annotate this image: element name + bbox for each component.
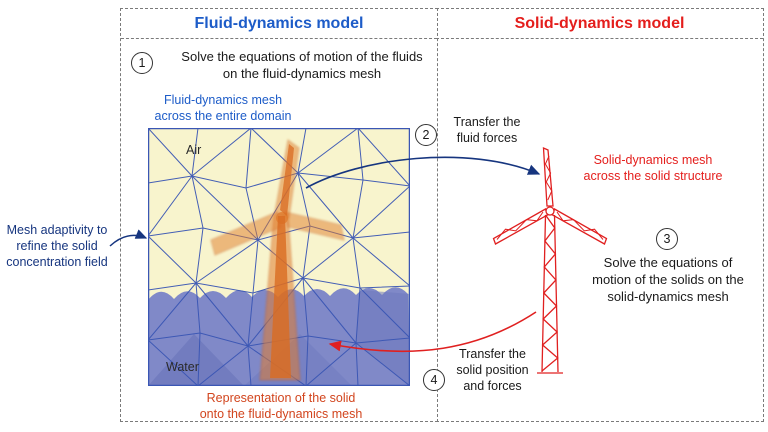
fluid-mesh-svg: [147, 127, 411, 387]
step-3-badge: 3: [656, 228, 678, 250]
step-4-line2: solid position: [456, 363, 529, 377]
step-4-line1: Transfer the: [459, 347, 526, 361]
mesh-border: [147, 127, 411, 387]
fluid-panel-title: Fluid-dynamics model: [121, 9, 437, 39]
representation-line1: Representation of the solid: [206, 391, 356, 405]
representation-caption: Representation of the solid onto the flu…: [151, 390, 411, 422]
step-3-text: Solve the equations of motion of the sol…: [570, 254, 766, 305]
fluid-mesh-label: Fluid-dynamics mesh across the entire do…: [133, 93, 313, 124]
step-2-line2: fluid forces: [456, 131, 518, 145]
representation-line2: onto the fluid-dynamics mesh: [199, 407, 363, 421]
air-label: Air: [186, 143, 202, 157]
adaptivity-label: Mesh adaptivity to refine the solid conc…: [0, 222, 114, 270]
step-2-text: Transfer the fluid forces: [446, 114, 528, 146]
step-3-line3: solid-dynamics mesh: [607, 289, 729, 304]
water-label: Water: [166, 360, 199, 374]
step-1-text: Solve the equations of motion of the flu…: [168, 48, 436, 82]
solid-tower-core: [270, 216, 291, 378]
step-1-line1: Solve the equations of motion of the flu…: [181, 49, 423, 64]
fluid-mesh-label-line1: Fluid-dynamics mesh: [163, 93, 283, 107]
step-4-text: Transfer the solid position and forces: [445, 346, 540, 394]
step-1-badge: 1: [131, 52, 153, 74]
step-2-badge: 2: [415, 124, 437, 146]
water-shade-1: [148, 334, 244, 386]
step-3-line1: Solve the equations of: [603, 255, 733, 270]
solid-panel-title: Solid-dynamics model: [436, 9, 763, 39]
solid-panel: Solid-dynamics model: [436, 8, 764, 422]
step-1-line2: on the fluid-dynamics mesh: [222, 66, 382, 81]
adaptivity-line1: Mesh adaptivity to: [6, 223, 108, 237]
fluid-panel: Fluid-dynamics model: [120, 8, 438, 422]
adaptivity-line3: concentration field: [6, 255, 108, 269]
step-3-line2: motion of the solids on the: [592, 272, 744, 287]
solid-mesh-label-line2: across the solid structure: [583, 169, 723, 183]
solid-blade-core: [280, 144, 294, 216]
solid-mesh-label: Solid-dynamics mesh across the solid str…: [558, 152, 748, 184]
step-4-badge: 4: [423, 369, 445, 391]
solid-on-mesh: [210, 139, 345, 381]
fluid-mesh-label-line2: across the entire domain: [154, 108, 292, 123]
solid-mesh-label-line1: Solid-dynamics mesh: [593, 153, 713, 167]
fluid-mesh-figure: [147, 127, 411, 387]
step-4-line3: and forces: [463, 379, 522, 393]
step-2-line1: Transfer the: [453, 115, 521, 129]
adaptivity-line2: refine the solid: [16, 239, 98, 253]
